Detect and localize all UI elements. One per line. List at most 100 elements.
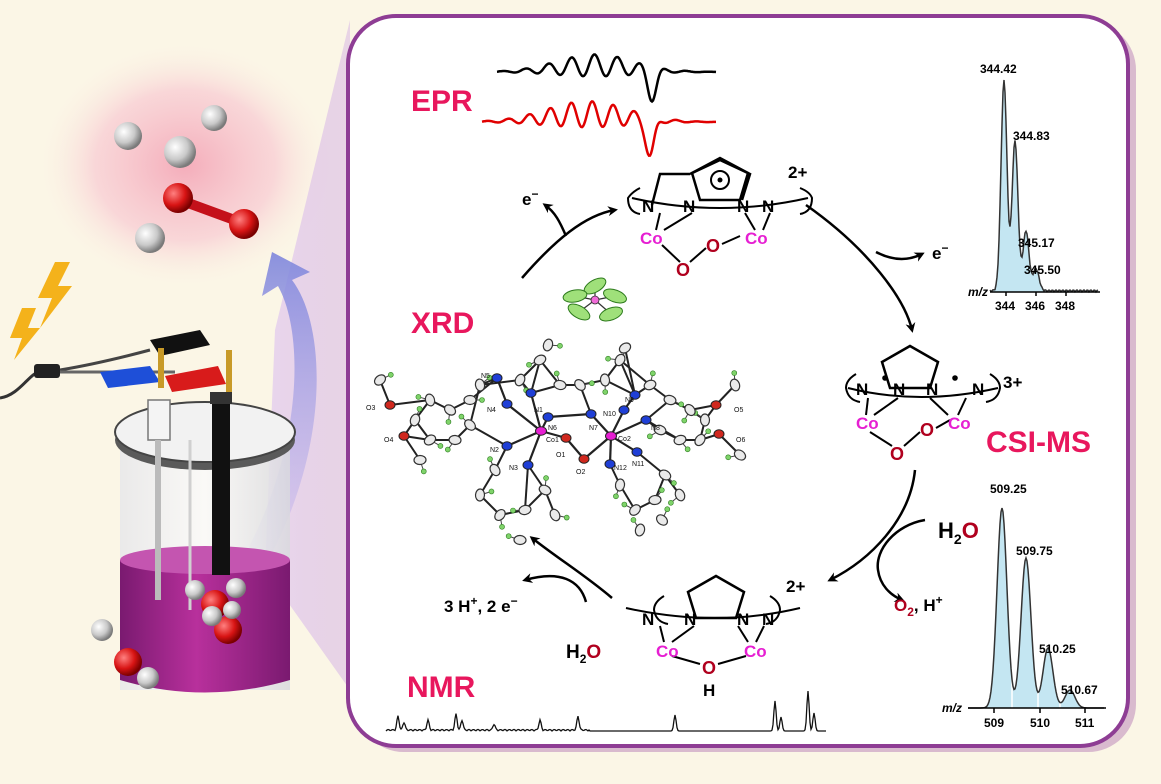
xrd-atom: [535, 426, 547, 436]
xrd-atom-label: N10: [603, 411, 616, 418]
xrd-carbon: [518, 504, 532, 516]
xrd-carbon: [553, 379, 567, 391]
xrd-hydrogen: [437, 443, 444, 449]
svg-text:O: O: [890, 444, 904, 464]
xrd-bond: [524, 464, 529, 511]
xrd-atom: [501, 441, 513, 451]
purple-arrow: [230, 252, 317, 590]
catalytic-cycle-arrows: [521, 203, 926, 603]
xrd-carbon: [634, 523, 646, 537]
xrd-bond: [529, 392, 543, 432]
svg-text:N: N: [856, 380, 868, 399]
hydrogen-atom-icon: [135, 223, 165, 253]
svg-text:Co: Co: [640, 229, 663, 248]
xrd-carbon: [513, 534, 527, 546]
complex-top-peroxo-radical: N N N N Co Co O O 2+: [626, 156, 814, 280]
xrd-hydrogen: [671, 480, 677, 486]
svg-text:N: N: [972, 380, 984, 399]
xrd-hydrogen: [650, 370, 656, 377]
xrd-bond: [526, 430, 543, 466]
csims-spectrum-top: m/z 344 346 348 344.42 344.83 345.17 345…: [968, 62, 1100, 313]
electron-out-top: e−: [522, 187, 538, 209]
ms-peak-label: 345.50: [1024, 263, 1061, 277]
xrd-bond: [547, 412, 592, 419]
xrd-carbon: [409, 413, 421, 427]
xrd-atom-label: O2: [576, 469, 585, 476]
csims-spectrum-bottom: m/z 509 510 511 509.25 509.75 510.25 510…: [942, 482, 1106, 730]
xrd-carbon: [674, 488, 686, 502]
xrd-hydrogen: [605, 355, 611, 362]
xrd-carbon: [474, 488, 486, 502]
xrd-atom: [618, 405, 630, 415]
xrd-hydrogen: [613, 493, 619, 500]
xrd-carbon: [658, 469, 672, 481]
electron-out-right: e−: [932, 241, 948, 263]
ms-peak-label: 344.42: [980, 62, 1017, 76]
ms-peak-label: 344.83: [1013, 129, 1050, 143]
xrd-counterion: [567, 303, 591, 321]
lightning-icon: [10, 262, 72, 360]
xrd-carbon: [533, 354, 547, 366]
xrd-carbon: [673, 434, 687, 446]
xrd-carbon: [733, 449, 747, 461]
xrd-carbon: [653, 424, 667, 436]
xrd-carbon: [614, 353, 626, 367]
epr-spectrum-bottom: [481, 100, 716, 158]
xrd-atom-label: N3: [509, 465, 518, 472]
svg-text:509: 509: [984, 716, 1004, 730]
complex-right-peroxo-diradical: N N N N Co Co O O 3+: [844, 344, 1022, 464]
xrd-bond: [469, 384, 481, 426]
hydrogen-atom-icon: [201, 105, 227, 131]
epr-label: EPR: [411, 85, 473, 118]
xrd-hydrogen: [505, 533, 512, 539]
svg-text:348: 348: [1055, 299, 1075, 313]
xrd-hydrogen: [415, 394, 422, 400]
xrd-atom-label: N8: [651, 425, 660, 432]
ms-peak-label: 510.67: [1061, 683, 1098, 697]
complex-bottom-hydroxo: N N N N Co Co O H 2+: [625, 574, 805, 700]
xrd-atom: [398, 431, 410, 441]
xrd-carbon: [373, 374, 387, 386]
xrd-hydrogen: [684, 446, 691, 453]
xrd-carbon: [494, 508, 506, 522]
xrd-bond: [506, 429, 542, 448]
xrd-hydrogen: [647, 433, 653, 440]
svg-text:Co: Co: [948, 414, 971, 433]
xrd-atom-label: N2: [490, 447, 499, 454]
xrd-carbon: [655, 514, 669, 526]
xrd-bond: [506, 403, 542, 432]
xrd-atom-label: N6: [548, 425, 557, 432]
xrd-carbon: [423, 434, 437, 446]
electrochemical-cell-icon: [114, 392, 296, 693]
xrd-atom: [525, 388, 537, 398]
xrd-carbon: [599, 373, 611, 387]
xrd-hydrogen: [678, 401, 684, 408]
charge-right: 3+: [1003, 373, 1022, 392]
svg-text:N: N: [737, 197, 749, 216]
xrd-atom-label: O1: [556, 452, 565, 459]
xrd-atom: [629, 390, 641, 400]
xrd-carbon: [538, 484, 552, 496]
svg-text:m/z: m/z: [942, 701, 962, 715]
xrd-hydrogen: [543, 475, 549, 481]
svg-text:N: N: [737, 610, 749, 629]
ms-peak-label: 509.25: [990, 482, 1027, 496]
xrd-atom-label: N1: [534, 407, 543, 414]
xrd-atom: [522, 460, 534, 470]
xrd-hydrogen: [731, 370, 738, 376]
xrd-carbon: [549, 508, 561, 522]
svg-text:H: H: [703, 681, 715, 700]
xrd-carbon: [729, 378, 741, 392]
water-molecule-icon: [91, 619, 159, 689]
xrd-hydrogen: [659, 487, 665, 493]
svg-text:O: O: [702, 658, 716, 678]
xrd-bond: [604, 379, 636, 396]
xrd-atom-label: N9: [625, 397, 634, 404]
xrd-carbon: [618, 342, 632, 354]
left-illustration: [0, 0, 352, 784]
xrd-carbon: [514, 373, 526, 387]
svg-text:N: N: [683, 197, 695, 216]
svg-text:510: 510: [1030, 716, 1050, 730]
